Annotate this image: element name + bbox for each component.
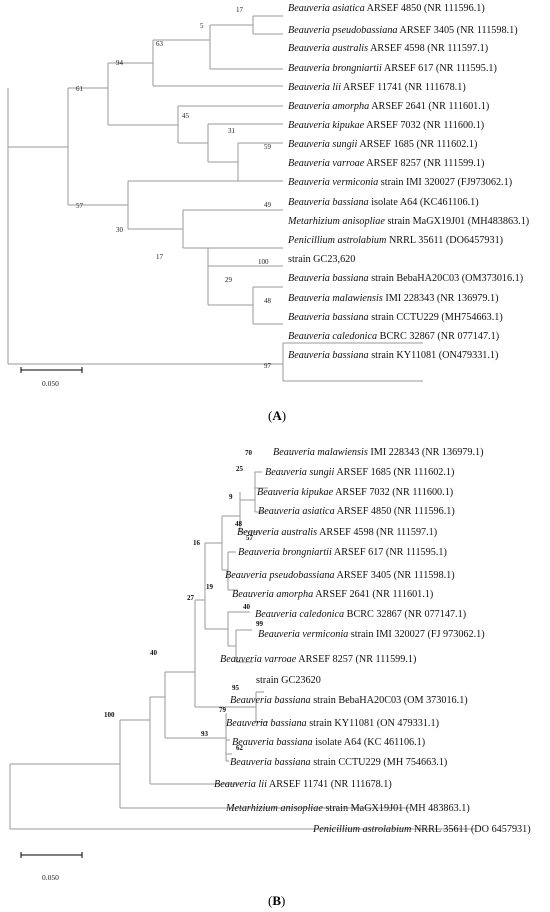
leaf-label: Beauveria bassiana strain BebaHA20C03 (O…	[230, 695, 468, 706]
leaf-label: Beauveria bassiana strain KY11081 (ON 47…	[226, 718, 439, 729]
bootstrap-value: 30	[116, 226, 124, 234]
tree-connector	[9, 488, 257, 829]
leaf-label: Beauveria vermiconia strain IMI 320027 (…	[288, 177, 512, 188]
leaf-label: Beauveria bassiana strain CCTU229 (MH 75…	[230, 757, 447, 768]
leaf-label: Beauveria varroae ARSEF 8257 (NR 111599.…	[288, 158, 484, 169]
bootstrap-value: 16	[193, 539, 201, 547]
bootstrap-value: 48	[235, 520, 243, 528]
leaf-label: Beauveria amorpha ARSEF 2641 (NR 111601.…	[232, 589, 433, 600]
bootstrap-value: 57	[246, 534, 254, 542]
bootstrap-value: 59	[264, 143, 272, 151]
leaf-label: Beauveria lii ARSEF 11741 (NR 111678.1)	[288, 82, 466, 93]
bootstrap-value: 48	[264, 297, 272, 305]
bootstrap-value: 31	[228, 127, 236, 135]
tree-branch	[226, 471, 262, 755]
panel-b-tree	[9, 471, 475, 830]
bootstrap-value: 61	[76, 85, 84, 93]
scale-label: 0.050	[42, 873, 59, 882]
leaf-label: Beauveria vermiconia strain IMI 320027 (…	[258, 629, 485, 640]
bootstrap-value: 17	[156, 253, 164, 261]
bootstrap-value: 57	[76, 202, 84, 210]
bootstrap-value: 100	[104, 711, 115, 719]
leaf-label: Beauveria australis ARSEF 4598 (NR 11159…	[237, 527, 437, 538]
leaf-label: Beauveria asiatica ARSEF 4850 (NR 111596…	[258, 506, 455, 517]
panel-a-scale-bar: 0.050	[20, 367, 83, 388]
panel-a-tree	[7, 15, 423, 382]
panel-a-bootstrap: 17 5 63 94 61 45 31 59 57 49 30 17 100 2…	[76, 6, 272, 370]
bootstrap-value: 79	[219, 706, 227, 714]
leaf-label: Beauveria sungii ARSEF 1685 (NR 111602.1…	[265, 467, 454, 478]
scale-bar	[20, 367, 83, 373]
panel-b-label: (B)	[268, 893, 285, 908]
bootstrap-value: 40	[243, 603, 251, 611]
leaf-label: strain GC23,620	[288, 254, 355, 265]
bootstrap-value: 19	[206, 583, 214, 591]
bootstrap-value: 63	[156, 40, 164, 48]
bootstrap-value: 27	[187, 594, 195, 602]
tree-branch	[10, 487, 475, 830]
bootstrap-value: 17	[236, 6, 244, 14]
bootstrap-value: 95	[232, 684, 240, 692]
panel-a-label: (A)	[268, 408, 286, 423]
leaf-label: Beauveria brongniartii ARSEF 617 (NR 111…	[238, 547, 447, 558]
leaf-label: Beauveria bassiana strain BebaHA20C03 (O…	[288, 273, 523, 284]
leaf-label: Beauveria pseudobassiana ARSEF 3405 (NR …	[288, 25, 518, 36]
panel-b-scale-bar: 0.050	[20, 852, 83, 882]
scale-label: 0.050	[42, 379, 59, 388]
leaf-label: strain GC23620	[256, 675, 321, 686]
bootstrap-value: 5	[200, 22, 204, 30]
bootstrap-value: 40	[150, 649, 158, 657]
leaf-label: Beauveria asiatica ARSEF 4850 (NR 111596…	[288, 3, 485, 14]
leaf-label: Beauveria amorpha ARSEF 2641 (NR 111601.…	[288, 101, 489, 112]
leaf-label: Beauveria bassiana strain KY11081 (ON479…	[288, 350, 498, 361]
leaf-label: Metarhizium anisopliae strain MaGX19J01 …	[225, 803, 470, 814]
leaf-label: Beauveria caledonica BCRC 32867 (NR 0771…	[255, 609, 466, 620]
bootstrap-value: 25	[236, 465, 244, 473]
bootstrap-value: 49	[264, 201, 272, 209]
leaf-label: Beauveria pseudobassiana ARSEF 3405 (NR …	[225, 570, 455, 581]
leaf-label: Beauveria malawiensis IMI 228343 (NR 136…	[273, 447, 484, 458]
bootstrap-value: 45	[182, 112, 190, 120]
bootstrap-value: 70	[245, 449, 253, 457]
leaf-label: Beauveria kipukae ARSEF 7032 (NR 111600.…	[257, 487, 453, 498]
leaf-label: Beauveria bassiana isolate A64 (KC 46110…	[232, 737, 425, 748]
leaf-label: Beauveria malawiensis IMI 228343 (NR 136…	[288, 293, 499, 304]
leaf-label: Beauveria caledonica BCRC 32867 (NR 0771…	[288, 331, 499, 342]
bootstrap-value: 62	[236, 744, 244, 752]
scale-bar	[20, 852, 83, 858]
bootstrap-value: 99	[256, 620, 264, 628]
bootstrap-value: 97	[264, 362, 272, 370]
leaf-label: Beauveria kipukae ARSEF 7032 (NR 111600.…	[288, 120, 484, 131]
leaf-label: Beauveria brongniartii ARSEF 617 (NR 111…	[288, 63, 497, 74]
leaf-label: Beauveria australis ARSEF 4598 (NR 11159…	[288, 43, 488, 54]
panel-a-leaves: Beauveria asiatica ARSEF 4850 (NR 111596…	[287, 3, 529, 361]
bootstrap-value: 9	[229, 493, 233, 501]
bootstrap-value: 93	[201, 730, 209, 738]
panel-b-leaves: Beauveria malawiensis IMI 228343 (NR 136…	[214, 447, 531, 835]
leaf-label: Beauveria bassiana strain CCTU229 (MH754…	[288, 312, 503, 323]
bootstrap-value: 94	[116, 59, 124, 67]
bootstrap-value: 29	[225, 276, 233, 284]
leaf-label: Metarhizium anisopliae strain MaGX19J01 …	[287, 216, 529, 227]
tree-branch	[8, 15, 423, 382]
leaf-label: Beauveria bassiana isolate A64 (KC461106…	[288, 197, 479, 208]
leaf-label: Beauveria sungii ARSEF 1685 (NR 111602.1…	[288, 139, 477, 150]
tree-connector	[7, 16, 284, 381]
leaf-label: Penicillium astrolabium NRRL 35611 (DO 6…	[312, 824, 531, 835]
leaf-label: Beauveria varroae ARSEF 8257 (NR 111599.…	[220, 654, 416, 665]
leaf-label: Penicillium astrolabium NRRL 35611 (DO64…	[287, 235, 503, 246]
bootstrap-value: 100	[258, 258, 269, 266]
leaf-label: Beauveria lii ARSEF 11741 (NR 111678.1)	[214, 779, 392, 790]
panel-b-bootstrap: 70 25 9 48 57 16 19 40 99 27 40 95 79 93…	[104, 449, 264, 752]
